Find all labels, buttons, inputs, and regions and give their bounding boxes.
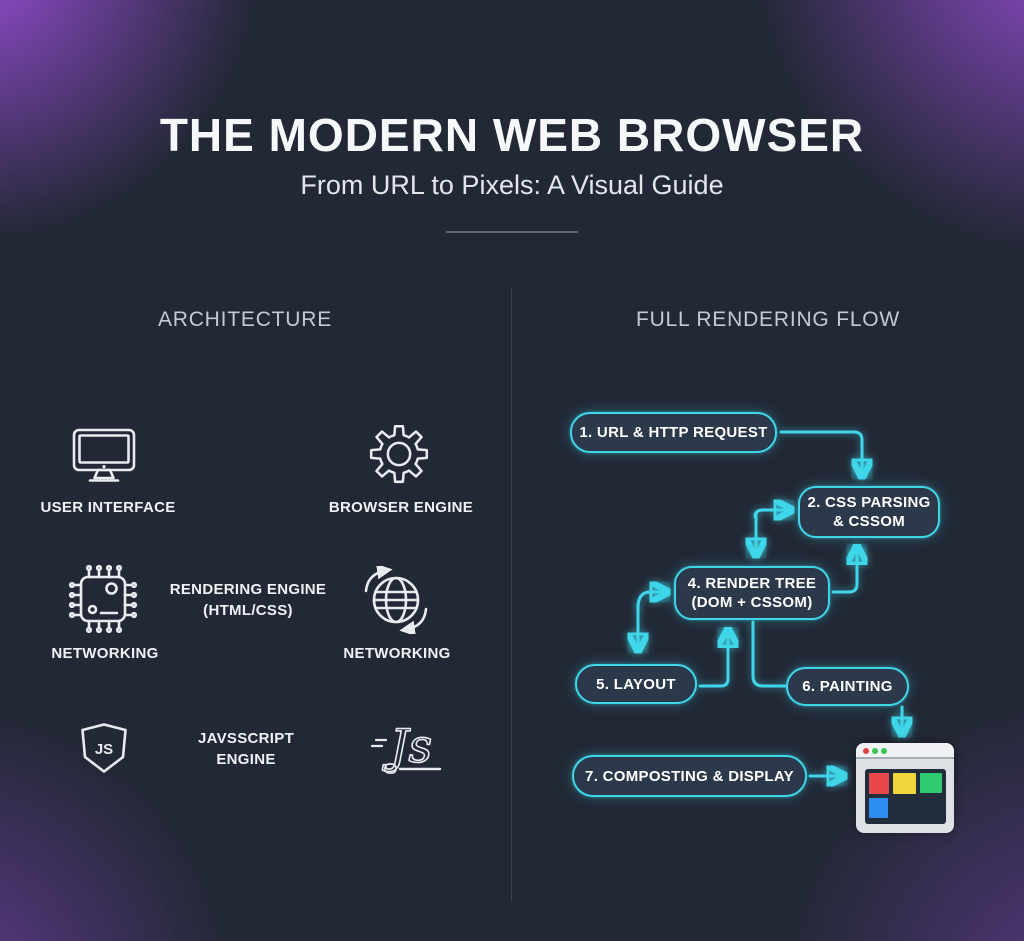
flow-step-4: 4. RENDER TREE (DOM + CSSOM) bbox=[674, 566, 830, 620]
browser-window-icon bbox=[856, 743, 954, 833]
monitor-icon bbox=[72, 428, 136, 482]
arrow-layout-to-render-tree-bottom bbox=[698, 632, 728, 688]
arrow-render-tree-to-step2 bbox=[831, 549, 857, 594]
flow-step-4-line2: (DOM + CSSOM) bbox=[691, 594, 813, 611]
arrow-layout-to-render-tree-left bbox=[636, 592, 665, 610]
window-dot-green-2 bbox=[881, 748, 887, 754]
user-interface-label: USER INTERFACE bbox=[40, 499, 176, 516]
rendering-engine-label: RENDERING ENGINE (HTML/CSS) bbox=[158, 579, 338, 621]
column-divider bbox=[511, 287, 512, 901]
window-dot-red bbox=[863, 748, 869, 754]
javascript-engine-line1: JAVSSCRIPT bbox=[197, 730, 295, 747]
flow-step-5: 5. LAYOUT bbox=[575, 664, 697, 704]
window-dot-green-1 bbox=[872, 748, 878, 754]
flow-step-5-label: 5. LAYOUT bbox=[596, 675, 676, 693]
flow-step-2-line2: & CSSOM bbox=[832, 513, 906, 530]
globe-sync-icon bbox=[364, 566, 428, 634]
browser-engine-label: BROWSER ENGINE bbox=[328, 499, 474, 516]
flow-heading: FULL RENDERING FLOW bbox=[635, 308, 901, 331]
flow-step-6: 6. PAINTING bbox=[786, 667, 909, 706]
chip-icon bbox=[68, 564, 138, 634]
arrow-vertical-to-step2 bbox=[753, 510, 789, 517]
browser-window-titlebar bbox=[856, 743, 954, 759]
js-script-icon: Js bbox=[370, 720, 442, 774]
flow-step-2: 2. CSS PARSING & CSSOM bbox=[798, 486, 940, 538]
page-subtitle: From URL to Pixels: A Visual Guide bbox=[300, 170, 724, 200]
flow-step-7: 7. COMPOSTING & DISPLAY bbox=[572, 755, 807, 797]
flow-step-2-line1: 2. CSS PARSING bbox=[807, 494, 931, 511]
javascript-engine-label: JAVSSCRIPT ENGINE bbox=[166, 728, 326, 770]
browser-window-viewport bbox=[865, 769, 946, 824]
arrow-step1-to-step2 bbox=[779, 430, 862, 474]
paint-block-blue bbox=[869, 798, 888, 818]
flow-step-1-label: 1. URL & HTTP REQUEST bbox=[579, 424, 768, 441]
architecture-heading: ARCHITECTURE bbox=[157, 308, 333, 331]
rendering-engine-line2: (HTML/CSS) bbox=[203, 602, 293, 619]
javascript-engine-line2: ENGINE bbox=[216, 751, 276, 768]
js-shield-icon: JS bbox=[81, 723, 127, 773]
flow-step-7-label: 7. COMPOSTING & DISPLAY bbox=[585, 767, 794, 785]
flow-step-1: 1. URL & HTTP REQUEST bbox=[570, 412, 777, 453]
gear-icon bbox=[369, 424, 429, 484]
js-badge-text: JS bbox=[95, 741, 113, 758]
networking-right-label: NETWORKING bbox=[343, 645, 451, 662]
title-divider bbox=[446, 231, 578, 233]
paint-block-yellow bbox=[893, 773, 916, 794]
flow-step-4-line1: 4. RENDER TREE bbox=[687, 575, 817, 592]
networking-left-label: NETWORKING bbox=[51, 645, 159, 662]
flow-step-6-label: 6. PAINTING bbox=[802, 678, 893, 695]
rendering-engine-line1: RENDERING ENGINE bbox=[169, 581, 327, 598]
page-title: THE MODERN WEB BROWSER bbox=[159, 109, 865, 161]
connector-render-tree-to-painting bbox=[751, 620, 787, 688]
paint-block-red bbox=[869, 773, 889, 794]
paint-block-green bbox=[920, 773, 942, 793]
